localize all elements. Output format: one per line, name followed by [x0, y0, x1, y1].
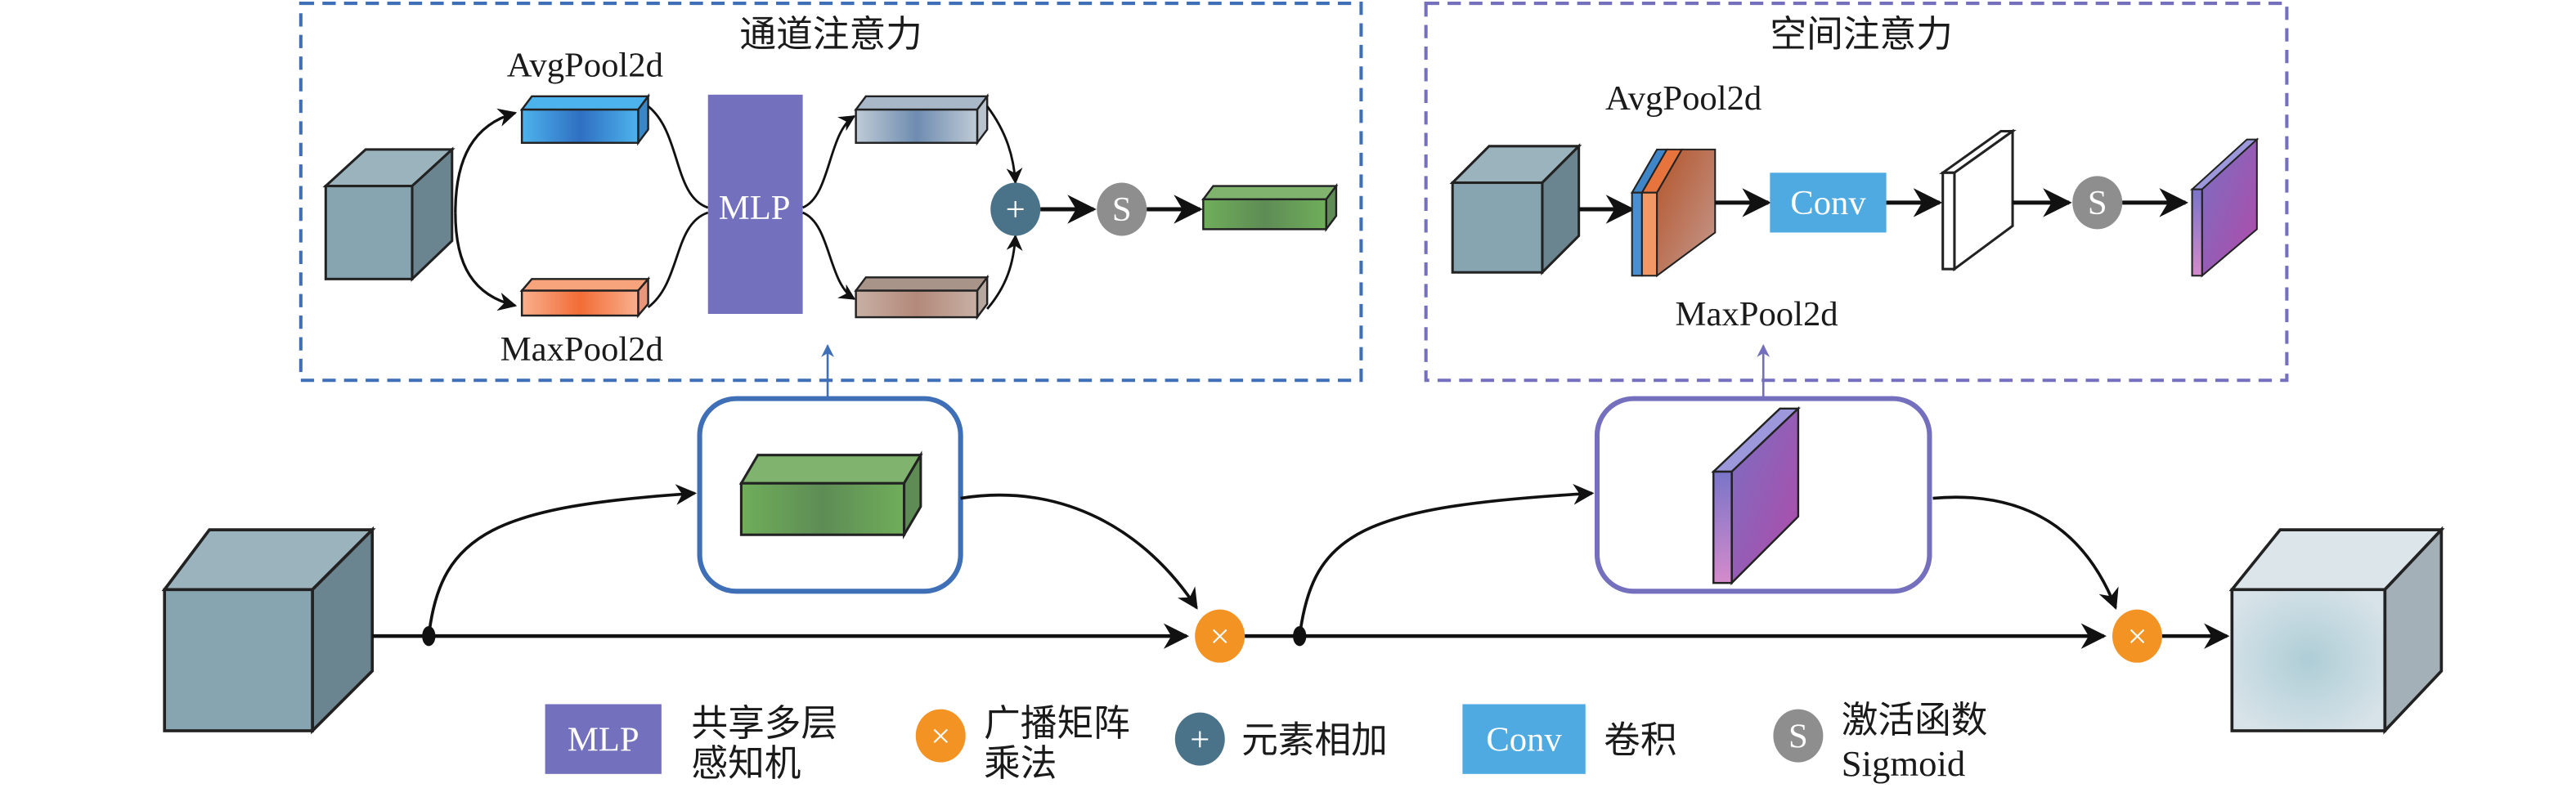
arrow-to-spatial-attention [1298, 483, 1595, 637]
arrow-maxpool-to-mlp [647, 211, 709, 309]
arrow-mlp-to-max-out [801, 211, 856, 300]
arrow-to-avgpool [454, 108, 518, 213]
spatial-maxpool-label: MaxPool2d [1676, 295, 1838, 334]
legend-mlp-symbol: MLP [568, 720, 640, 759]
multiply-circle-1 [1195, 609, 1245, 663]
legend-mlp-swatch [545, 704, 662, 774]
legend-mlp-text-line1: 共享多层 [691, 703, 837, 744]
channel-attention-panel: 通道注意力 AvgPool2d MaxPool2d MLP [298, 2, 1363, 383]
legend-conv-symbol: Conv [1486, 720, 1562, 759]
legend-conv-text: 卷积 [1604, 719, 1676, 760]
arrow-avgpool-to-mlp [647, 105, 709, 209]
legend-conv-swatch [1462, 704, 1586, 774]
channel-avgpool-label: AvgPool2d [507, 46, 663, 84]
legend-item-mlp: MLP 共享多层 感知机 [545, 703, 837, 784]
spatial-attention-module-map [1711, 405, 1801, 586]
legend-sigmoid-symbol: S [1788, 717, 1808, 755]
channel-add-symbol: + [1006, 190, 1025, 229]
main-flow: × × [161, 396, 2445, 735]
channel-attention-module-block [738, 450, 923, 540]
mlp-max-output-block [854, 274, 990, 320]
spatial-sigmoid-circle [2072, 176, 2123, 230]
legend-mlp-text-line2: 感知机 [691, 743, 801, 784]
spatial-conv-label: Conv [1790, 184, 1866, 222]
spatial-attention-border [1424, 2, 2289, 383]
spatial-weights-map [2189, 137, 2260, 278]
avgpool-feature-block [519, 93, 651, 146]
multiply-symbol-2: × [2127, 617, 2147, 656]
legend-item-conv: Conv 卷积 [1462, 704, 1677, 774]
mlp-block [707, 94, 803, 315]
legend-add-text: 元素相加 [1241, 719, 1388, 760]
channel-add-circle [990, 182, 1041, 236]
multiply-symbol-1: × [1210, 617, 1230, 656]
legend-item-add: + 元素相加 [1174, 712, 1388, 766]
channel-weights-block [1200, 182, 1339, 233]
legend-multiply-text-line1: 广播矩阵 [984, 703, 1130, 744]
legend-sigmoid-text-line1: 激活函数 [1842, 700, 1988, 741]
spatial-avgpool-label: AvgPool2d [1605, 79, 1761, 118]
spatial-conv-block [1770, 172, 1887, 233]
legend-multiply-icon [915, 709, 966, 763]
arrow-mlp-to-avg-out [801, 115, 856, 209]
mlp-label: MLP [719, 189, 791, 227]
input-feature-cube [161, 526, 376, 735]
spatial-attention-panel: 空间注意力 AvgPool2d MaxPool2d Conv S [1424, 2, 2289, 383]
spatial-attention-title: 空间注意力 [1770, 14, 1952, 55]
arrow-max-out-to-add [986, 234, 1023, 310]
output-feature-cube [2228, 526, 2445, 735]
mlp-avg-output-block [854, 93, 990, 146]
legend-multiply-symbol: × [931, 717, 950, 755]
legend-item-multiply: × 广播矩阵 乘法 [915, 703, 1130, 784]
spatial-sigmoid-symbol: S [2088, 184, 2107, 222]
arrow-to-maxpool [454, 213, 518, 311]
legend-item-sigmoid: S 激活函数 Sigmoid [1773, 700, 1988, 784]
arrow-channel-to-multiply [960, 493, 1198, 610]
arrow-to-channel-attention [427, 484, 698, 637]
arrow-avg-out-to-add [986, 105, 1023, 185]
legend-add-symbol: + [1190, 720, 1209, 759]
legend-sigmoid-icon [1773, 709, 1824, 763]
arrow-spatial-to-multiply [1932, 495, 2119, 611]
legend-add-icon [1174, 712, 1225, 766]
multiply-circle-2 [2112, 609, 2162, 663]
legend: MLP 共享多层 感知机 × 广播矩阵 乘法 + 元素相加 Conv 卷积 S … [545, 700, 1988, 784]
channel-input-feature-cube [322, 146, 456, 282]
conv-output-map [1938, 128, 2017, 272]
channel-maxpool-label: MaxPool2d [500, 330, 663, 369]
legend-sigmoid-text-line2: Sigmoid [1842, 743, 1966, 784]
channel-attention-border [298, 2, 1363, 383]
channel-sigmoid-symbol: S [1112, 190, 1132, 229]
channel-attention-title: 通道注意力 [739, 14, 922, 55]
legend-multiply-text-line2: 乘法 [984, 743, 1057, 784]
maxpool-feature-block [519, 276, 651, 319]
spatial-input-feature-cube [1449, 143, 1582, 275]
channel-sigmoid-circle [1097, 182, 1147, 236]
pooled-feature-maps [1630, 148, 1717, 278]
